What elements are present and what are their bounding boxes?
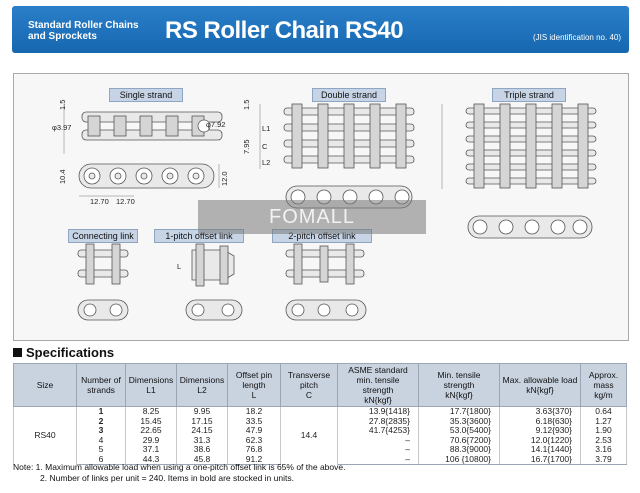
table-cell: 8.25 <box>125 406 177 417</box>
table-cell: 0.64 <box>580 406 627 417</box>
col-strands: Number of strands <box>76 363 126 407</box>
dim-l: L <box>177 262 182 271</box>
dim-7-95: 7.95 <box>242 139 251 154</box>
page-title: RS Roller Chain RS40 <box>165 17 404 44</box>
watermark: FOMALL <box>198 200 426 234</box>
cell-size: RS40 <box>13 406 77 465</box>
col-size: Size <box>13 363 77 407</box>
table-cell: 76.8 <box>227 444 281 455</box>
dim-3-97: φ3.97 <box>52 123 72 132</box>
dim-c: C <box>262 142 268 151</box>
table-cell: 18.2 <box>227 406 281 417</box>
dim-1-5-double: 1.5 <box>242 99 251 110</box>
table-cell: 13.9{1418} <box>337 406 419 417</box>
table-cell: 2.53 <box>580 435 627 445</box>
single-strand-side-view <box>81 111 223 141</box>
connecting-link-view <box>77 243 129 321</box>
label-triple-strand: Triple strand <box>492 88 566 102</box>
table-cell: 1.27 <box>580 416 627 426</box>
table-cell: 47.9 <box>227 425 281 436</box>
cell-transverse-pitch: 14.4 <box>280 406 338 465</box>
dim-12-70-a: 12.70 <box>90 197 109 206</box>
table-cell: 9.95 <box>176 406 228 417</box>
table-cell: 1.90 <box>580 425 627 436</box>
specifications-title-text: Specifications <box>26 345 115 360</box>
dimension-lines <box>63 104 443 197</box>
triple-strand-front-view <box>467 215 593 239</box>
table-cell: 62.3 <box>227 435 281 445</box>
subtitle-line-2: and Sprockets <box>28 31 97 42</box>
dim-12-70-b: 12.70 <box>116 197 135 206</box>
dim-7-92: φ7.92 <box>206 120 226 129</box>
one-pitch-offset-link-view <box>185 243 243 321</box>
single-strand-front-view <box>78 163 215 189</box>
table-cell: 91.2 <box>227 454 281 465</box>
chain-diagram-panel: Single strand Double strand Triple stran… <box>13 73 629 341</box>
jis-note: (JIS identification no. 40) <box>532 33 621 42</box>
label-connecting-link: Connecting link <box>68 229 138 243</box>
table-cell: 17.7{1800} <box>418 406 500 417</box>
table-cell: 106 {10800} <box>418 454 500 465</box>
table-cell: 16.7{1700} <box>499 454 581 465</box>
square-bullet-icon <box>13 348 22 357</box>
table-cell: 3.63{370} <box>499 406 581 417</box>
label-double-strand: Double strand <box>312 88 386 102</box>
triple-strand-side-view <box>465 103 597 189</box>
dim-l1: L1 <box>262 124 271 133</box>
dim-12-0: 12.0 <box>220 171 229 186</box>
notes: Note: 1. Maximum allowable load when usi… <box>13 462 345 484</box>
header-subtitle: Standard Roller Chains and Sprockets <box>28 20 158 42</box>
double-strand-side-view <box>283 103 415 169</box>
page-header: Standard Roller Chains and Sprockets RS … <box>12 6 629 53</box>
specifications-heading: Specifications <box>13 345 114 360</box>
note-line-1: Note: 1. Maximum allowable load when usi… <box>13 462 346 472</box>
chain-drawings <box>63 103 597 321</box>
dim-10-4: 10.4 <box>58 169 67 184</box>
table-cell: 3.16 <box>580 444 627 455</box>
subtitle-line-1: Standard Roller Chains <box>28 20 139 31</box>
dim-l2: L2 <box>262 158 271 167</box>
two-pitch-offset-link-view <box>285 243 367 321</box>
table-cell: – <box>337 454 419 465</box>
table-cell: 3.79 <box>580 454 627 465</box>
label-single-strand: Single strand <box>109 88 183 102</box>
note-line-2: 2. Number of links per unit = 240. Items… <box>40 473 294 483</box>
table-cell: 1 <box>76 406 126 417</box>
table-cell: 33.5 <box>227 416 281 426</box>
dim-1-5: 1.5 <box>58 99 67 110</box>
